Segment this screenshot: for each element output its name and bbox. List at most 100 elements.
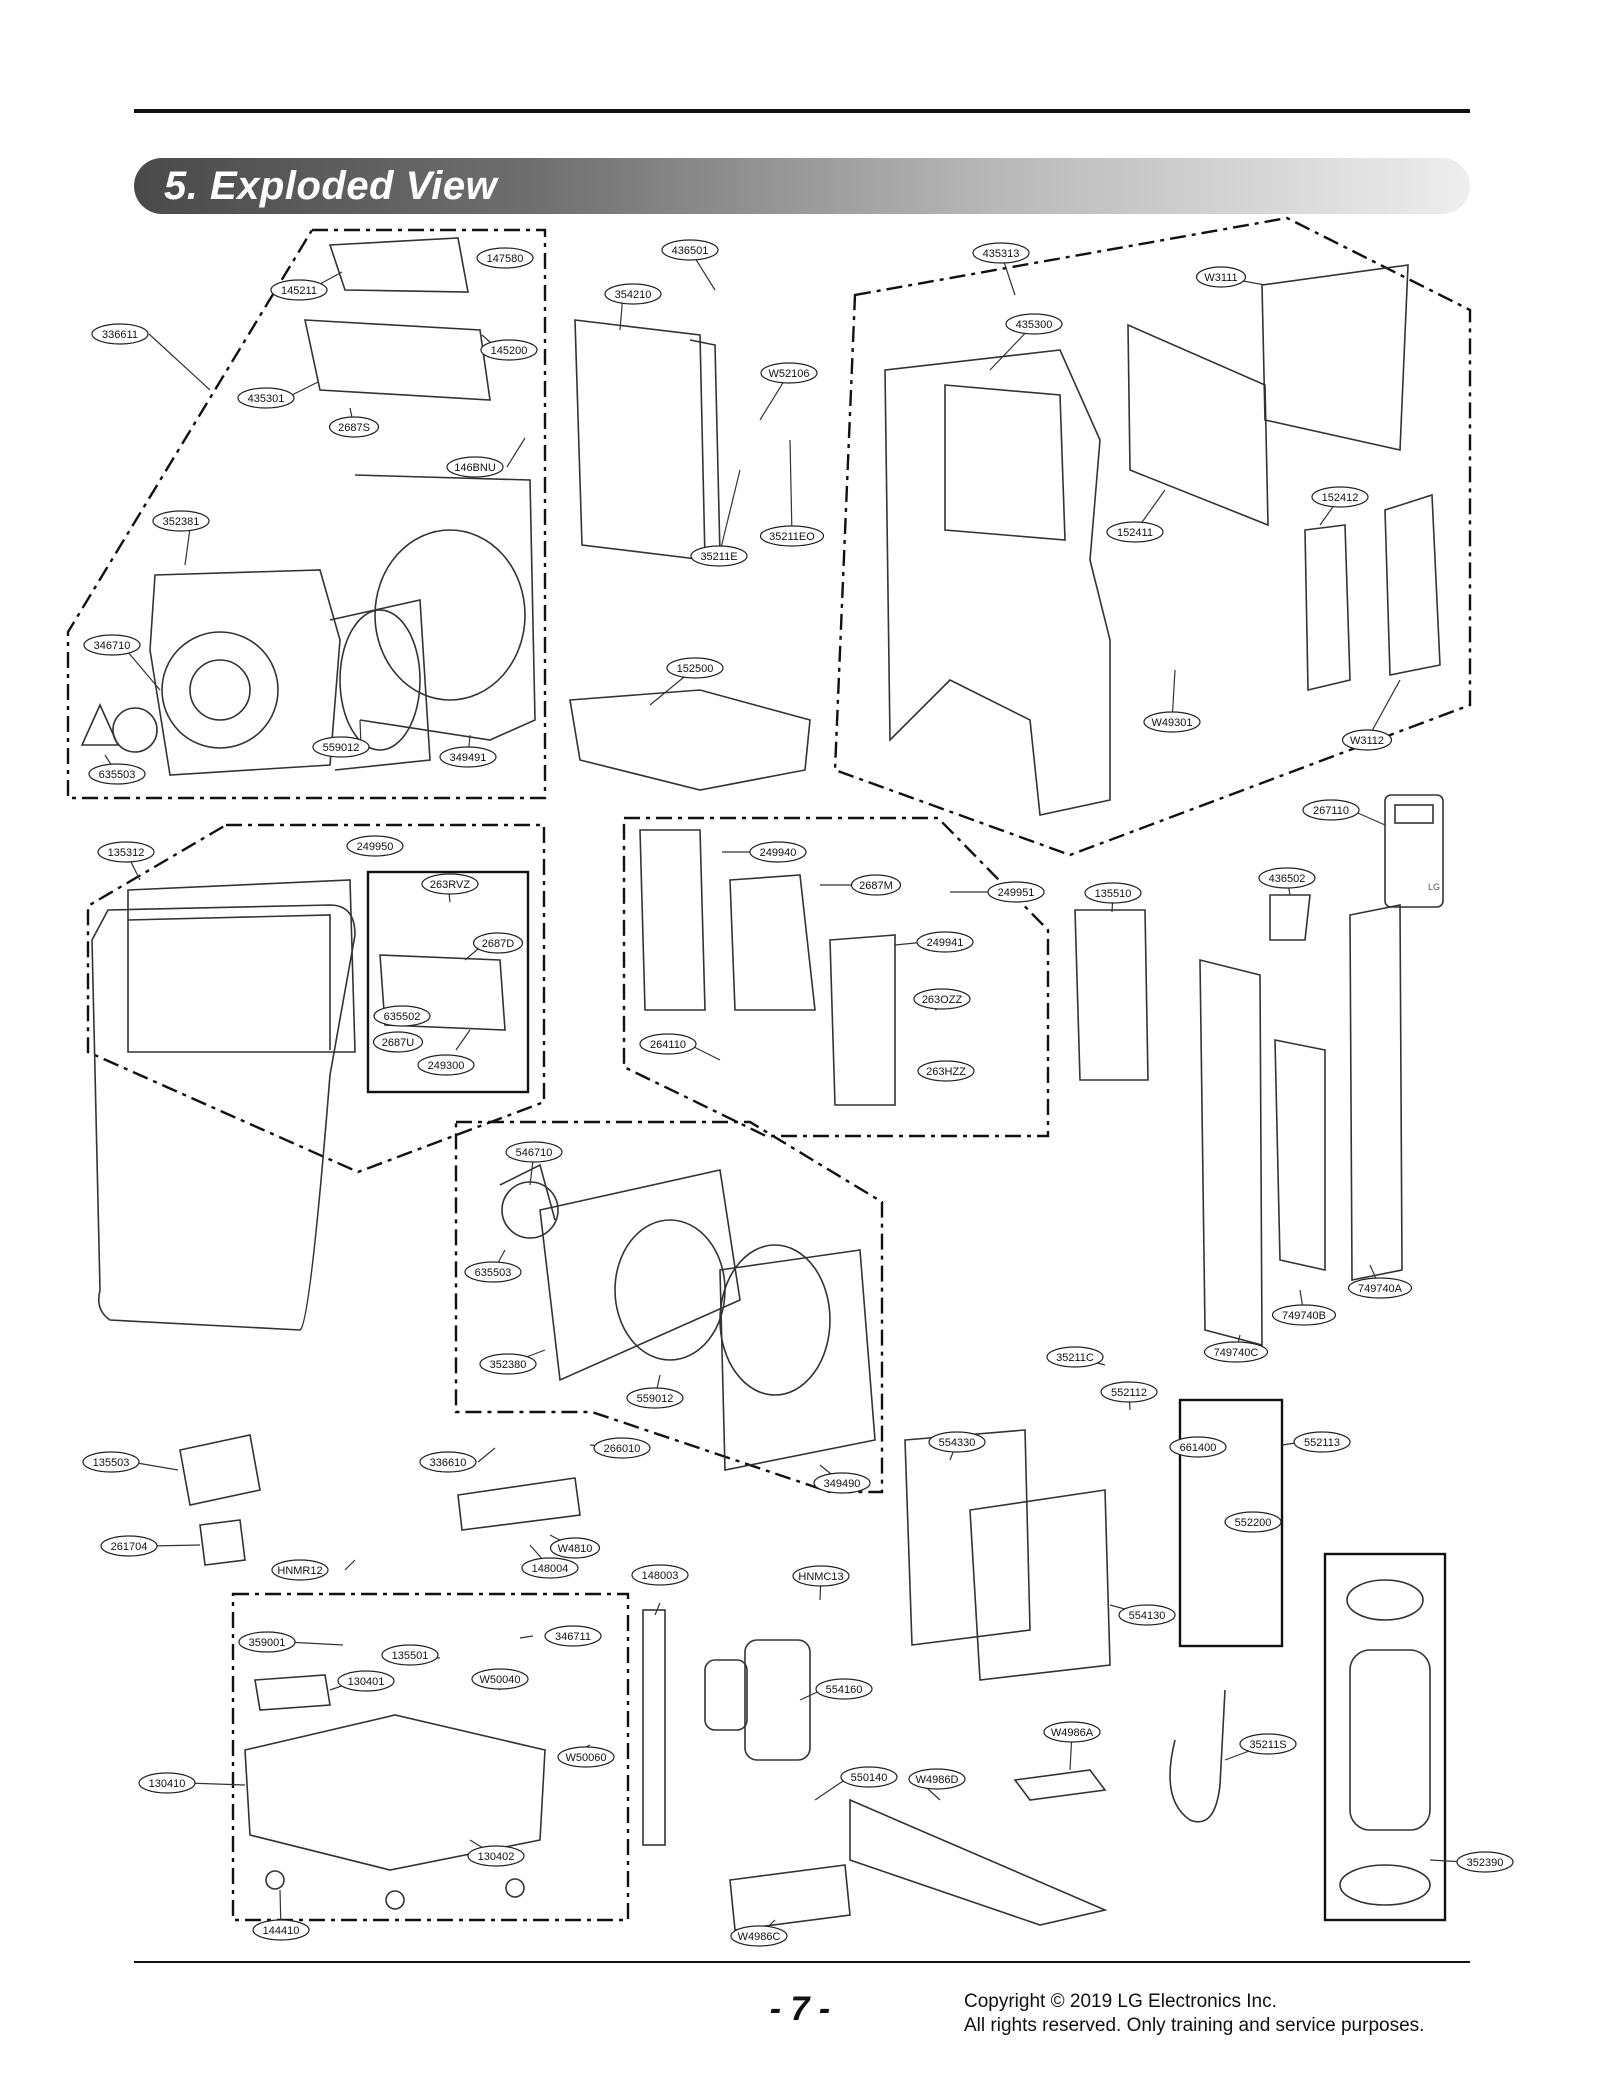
part-label-bubble [1100,1381,1158,1403]
part-label: W4986C [738,1931,781,1943]
part-label-bubble [639,1033,697,1055]
part-label-bubble [479,1353,537,1375]
part-label: 359001 [249,1637,286,1649]
part-label: 135312 [108,847,145,859]
part-label-bubble [1347,1277,1413,1299]
part-label-bubble [381,1644,439,1666]
part-label-bubble [1258,867,1316,889]
part-label: 249941 [927,937,964,949]
part-label: 130402 [478,1851,515,1863]
part-label-bubble [439,746,497,768]
group-boundary-fan [454,1120,884,1494]
group-boundary-housing [86,823,546,1174]
part-label-bubble [337,1670,395,1692]
part-label: W52106 [769,368,810,380]
part-label-bubble [1169,1436,1227,1458]
part-label: HNMC13 [798,1571,843,1583]
part-label: 148004 [532,1563,569,1575]
copyright-line-2: All rights reserved. Only training and s… [964,2015,1425,2036]
part-label: 352381 [163,516,200,528]
part-label-bubble [544,1625,602,1647]
part-label-bubble [840,1766,898,1788]
part-label-bubble [908,1768,966,1790]
part-label: 635502 [384,1011,421,1023]
part-label-bubble [373,1005,431,1027]
part-label-bubble [1106,521,1164,543]
part-label: 135503 [93,1457,130,1469]
part-label: 263HZZ [926,1066,966,1078]
part-label: 263RVZ [430,879,470,891]
part-label: 635503 [475,1267,512,1279]
part-label-bubble [666,657,724,679]
part-label-bubble [417,1054,475,1076]
part-label: 146BNU [454,462,496,474]
part-label-bubble [972,242,1030,264]
group-boundary-upper-left [66,228,547,800]
part-label-bubble [1311,486,1369,508]
part-label: 552200 [1235,1517,1272,1529]
part-label: 147580 [487,253,524,265]
part-label-bubble [1224,1511,1282,1533]
part-label-bubble [88,763,146,785]
part-label-bubble [1293,1431,1351,1453]
part-label: 346710 [94,640,131,652]
remote-logo-text: LG [1428,882,1440,892]
part-label-bubble [916,931,974,953]
part-label-bubble [1456,1851,1514,1873]
part-label: 263OZZ [922,994,963,1006]
part-label-bubble [82,1451,140,1473]
part-label-bubble [1341,729,1393,751]
part-label: 352390 [1467,1857,1504,1869]
part-label-bubble [271,1559,329,1581]
part-label: 2687M [859,880,893,892]
part-label: 130401 [348,1676,385,1688]
part-label: 249940 [760,847,797,859]
part-label: 554330 [939,1437,976,1449]
part-label-bubble [1005,313,1063,335]
part-label: 336611 [102,329,138,341]
part-label: 249951 [998,887,1035,899]
part-label-bubble [987,881,1045,903]
part-label-bubble [419,1451,477,1473]
part-label-bubble [759,525,825,547]
part-label-bubble [749,841,807,863]
part-label-bubble [913,988,971,1010]
section-title-bar: 5. Exploded View [134,158,1470,214]
part-label-bubble [476,247,534,269]
part-label-bubble [792,1565,850,1587]
part-label: 266010 [604,1443,641,1455]
part-label: 559012 [323,742,360,754]
part-label-bubble [604,283,662,305]
part-label: 249300 [428,1060,465,1072]
part-label-bubble [138,1772,196,1794]
part-label: 352380 [490,1359,527,1371]
part-label-bubble [346,835,404,857]
part-label: 261704 [111,1541,148,1553]
part-label-bubble [690,545,748,567]
part-label: 661400 [1180,1442,1217,1454]
group-boundary-control [622,816,1050,1138]
part-label: 349491 [450,752,487,764]
part-label-bubble [446,456,504,478]
group-boundary-upper-right [833,216,1472,857]
part-label: 749740B [1282,1310,1326,1322]
part-label-bubble [815,1678,873,1700]
group-boundary-pcb [366,870,530,1094]
part-label: 135510 [1095,888,1132,900]
part-label: 144410 [263,1925,300,1937]
part-label-bubble [152,510,210,532]
part-label: W4986D [916,1774,959,1786]
part-label-bubble [421,873,479,895]
part-label-bubble [471,1668,529,1690]
part-label-bubble [1118,1604,1176,1626]
part-label-bubble [505,1141,563,1163]
part-label: 249950 [357,841,394,853]
part-label-bubble [467,1845,525,1867]
part-label-bubble [372,1031,424,1053]
part-label: 435301 [248,393,285,405]
part-label: 152411 [1117,527,1153,539]
part-label: 559012 [637,1393,674,1405]
part-label: 552113 [1304,1437,1340,1449]
part-label-bubble [100,1535,158,1557]
part-label: 130410 [149,1778,186,1790]
